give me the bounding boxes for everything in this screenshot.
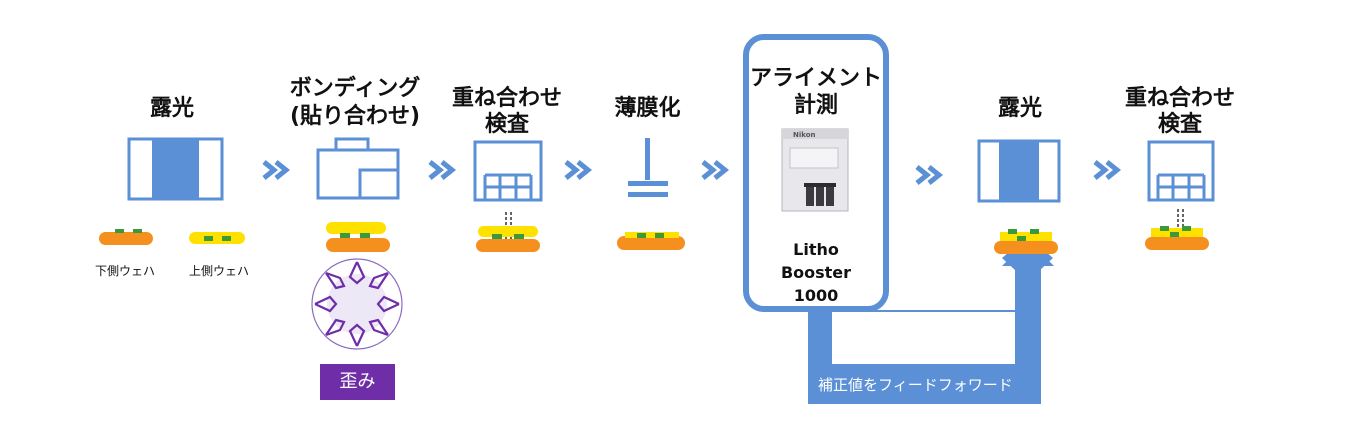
thinning-tool-icon bbox=[628, 138, 668, 197]
upper-wafer-icon bbox=[189, 232, 245, 244]
step-overlay-2-line1: 重ね合わせ bbox=[1124, 86, 1235, 111]
step-alignment-line2: 計測 bbox=[793, 93, 838, 118]
bonded-wafer-stack-icon bbox=[326, 222, 390, 252]
distortion-icon bbox=[311, 258, 403, 350]
step-overlay-1-line2: 検査 bbox=[484, 112, 529, 137]
exposure-mask-icon bbox=[127, 137, 224, 201]
step-exposure-2: 露光 bbox=[997, 96, 1042, 121]
distortion-badge: 歪み bbox=[320, 364, 395, 400]
overlay-inspection-icon bbox=[473, 140, 543, 202]
litho-booster-machine-image bbox=[781, 128, 849, 212]
thinned-wafer-icon bbox=[617, 232, 685, 250]
exposed-wafer-icon bbox=[994, 229, 1058, 254]
final-wafer-icon bbox=[1145, 226, 1209, 250]
overlay-inspection-icon-2 bbox=[1147, 140, 1215, 202]
product-name-line3: 1000 bbox=[793, 286, 839, 305]
step-bonding-line1: ボンディング bbox=[289, 76, 421, 101]
bonding-tool-icon bbox=[316, 137, 400, 200]
step-bonding-line2: (貼り合わせ) bbox=[289, 104, 421, 129]
step-exposure-1: 露光 bbox=[150, 96, 195, 121]
machine-brand-label: Nikon bbox=[793, 131, 816, 139]
chevron-arrow-icon bbox=[262, 160, 1122, 185]
label-lower-wafer: 下側ウェハ bbox=[95, 264, 156, 278]
step-overlay-1-line1: 重ね合わせ bbox=[451, 86, 562, 111]
lower-wafer-icon bbox=[99, 229, 153, 245]
alignment-frame bbox=[743, 34, 889, 312]
step-thin-film: 薄膜化 bbox=[614, 96, 681, 121]
step-alignment-line1: アライメント bbox=[749, 66, 882, 91]
label-upper-wafer: 上側ウェハ bbox=[189, 264, 250, 278]
step-overlay-2-line2: 検査 bbox=[1157, 112, 1202, 137]
inspected-wafer-icon bbox=[476, 226, 540, 252]
feedforward-label: 補正値をフィードフォワード bbox=[818, 376, 1013, 394]
product-name-line1: Litho bbox=[793, 240, 839, 259]
exposure-mask-icon-2 bbox=[977, 139, 1061, 203]
product-name-line2: Booster bbox=[780, 263, 852, 282]
